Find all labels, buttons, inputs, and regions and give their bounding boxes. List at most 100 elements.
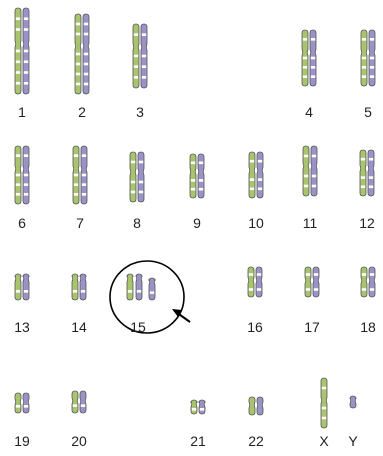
chromosome-band [199, 188, 203, 191]
chromosome-band [249, 288, 253, 291]
chromosome-14 [72, 274, 86, 300]
chromosome-band [362, 66, 366, 69]
chromatid [199, 400, 205, 414]
chromosome-band [370, 273, 374, 276]
chromosome-6 [15, 146, 29, 204]
chromosome-band [24, 405, 28, 408]
chromosome-band [16, 50, 20, 53]
chromatid [369, 267, 375, 297]
chromosome-band [362, 273, 366, 276]
chromosome-label-18: 18 [353, 319, 383, 335]
chromosome-band [84, 73, 88, 76]
chromosome-label-19: 19 [7, 433, 37, 449]
chromosome-band [370, 66, 374, 69]
chromosome-label-13: 13 [7, 319, 37, 335]
chromatid [361, 267, 367, 297]
chromatid [15, 393, 21, 413]
chromosome-18 [361, 267, 375, 297]
chromosome-band [312, 185, 316, 188]
chromosome-band [370, 288, 374, 291]
chromosome-band [250, 160, 254, 163]
chromosome-band [131, 191, 135, 194]
chromosome-label-8: 8 [122, 215, 152, 231]
chromosome-22 [249, 397, 263, 415]
chromosome-band [74, 193, 78, 196]
chromosome-y [350, 396, 356, 408]
chromosome-band [74, 154, 78, 157]
chromosome-label-21: 21 [183, 433, 213, 449]
chromosome-band [322, 407, 326, 410]
chromosome-band [84, 33, 88, 36]
chromosome-15 [127, 274, 155, 300]
chromatid [350, 396, 356, 408]
chromosome-16 [248, 267, 262, 297]
chromosome-label-22: 22 [241, 433, 271, 449]
chromatid [80, 274, 86, 300]
chromosome-band [76, 33, 80, 36]
chromosome-10 [249, 152, 263, 198]
chromosome-band [192, 408, 196, 411]
chromosome-label-17: 17 [297, 319, 327, 335]
chromosome-band [74, 183, 78, 186]
chromosome-band [304, 155, 308, 158]
chromosome-band [306, 273, 310, 276]
chromatid [127, 274, 133, 300]
chromosome-band [314, 288, 318, 291]
chromosome-band [24, 154, 28, 157]
chromatid [303, 146, 309, 196]
chromatid [311, 146, 317, 196]
chromosome-band [311, 38, 315, 41]
chromosome-band [191, 162, 195, 165]
chromosome-band [76, 63, 80, 66]
chromatid [198, 154, 204, 198]
chromosome-band [24, 28, 28, 31]
chromosome-band [16, 405, 20, 408]
chromatid [72, 391, 78, 413]
chromosome-band [258, 188, 262, 191]
chromosome-band [24, 174, 28, 177]
chromosome-band [304, 185, 308, 188]
chromatid [136, 274, 142, 300]
chromosome-band [199, 162, 203, 165]
chromosome-band [370, 38, 374, 41]
chromosome-band [24, 193, 28, 196]
chromosome-band [74, 174, 78, 177]
chromosome-label-x: X [309, 433, 339, 449]
chromosome-label-y: Y [338, 433, 368, 449]
chromatid [360, 150, 366, 196]
chromatid [249, 152, 255, 198]
chromosome-label-7: 7 [65, 215, 95, 231]
chromosome-19 [15, 393, 29, 413]
chromosome-band [82, 183, 86, 186]
chromosome-band [24, 71, 28, 74]
chromosome-band [361, 186, 365, 189]
chromosome-band [131, 181, 135, 184]
chromatid [190, 154, 196, 198]
chromosome-band [142, 76, 146, 79]
chromosome-band [76, 53, 80, 56]
chromosome-band [24, 50, 28, 53]
chromosome-band [200, 408, 204, 411]
chromosome-label-10: 10 [241, 215, 271, 231]
chromosome-band [134, 76, 138, 79]
chromosome-17 [305, 267, 319, 297]
chromosome-band [16, 154, 20, 157]
chromosome-band [139, 181, 143, 184]
chromatid [249, 397, 255, 415]
chromosome-11 [303, 146, 317, 196]
chromosome-band [16, 71, 20, 74]
chromosome-band [16, 193, 20, 196]
chromosome-band [369, 158, 373, 161]
chromatid [130, 152, 136, 202]
chromosome-band [257, 288, 261, 291]
chromosome-band [322, 387, 326, 390]
chromosome-3 [133, 24, 147, 88]
chromosome-band [303, 38, 307, 41]
chromosome-1 [15, 8, 29, 94]
chromosome-band [24, 60, 28, 63]
chromosome-band [142, 55, 146, 58]
chromatid [248, 267, 254, 297]
chromosome-band [137, 290, 141, 293]
chromosome-band [311, 75, 315, 78]
chromatid [138, 152, 144, 202]
